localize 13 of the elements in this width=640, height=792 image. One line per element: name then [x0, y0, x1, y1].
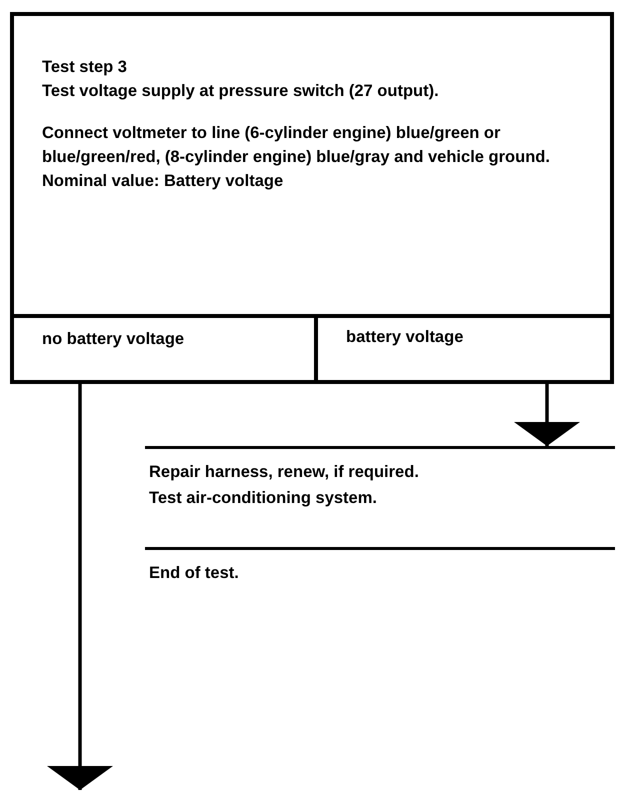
instruction-text: Test voltage supply at pressure switch (27 output).: [42, 80, 440, 102]
step-heading: Test step 3: [42, 57, 128, 78]
arrow: [514, 384, 580, 446]
instruction-text: Nominal value: Battery voltage: [42, 170, 284, 192]
test-step-box: [10, 12, 614, 384]
result-cell: [314, 314, 610, 380]
instruction-text: Test air-conditioning system.: [149, 488, 378, 509]
arrow: [47, 384, 113, 790]
instruction-text: End of test.: [149, 563, 240, 584]
instruction-text: Repair harness, renew, if required.: [149, 462, 420, 483]
instruction-text: no battery voltage: [42, 329, 186, 350]
instruction-text: Connect voltmeter to line (6-cylinder engine) blue/green or blue/green/red, (8-cylinder engine) blue/gray and vehicle ground.: [42, 122, 551, 168]
instruction-text: battery voltage: [346, 327, 464, 348]
